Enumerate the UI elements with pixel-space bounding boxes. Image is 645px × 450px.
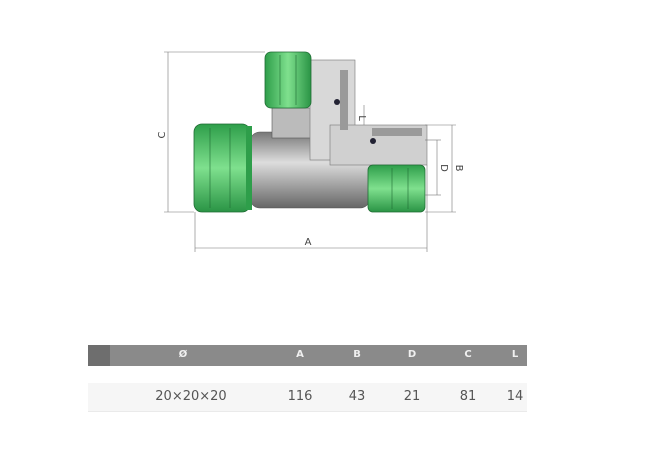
- cell-d: 21: [403, 389, 421, 404]
- header-a: A: [296, 349, 304, 360]
- header-l: L: [511, 349, 519, 360]
- left-cap: [193, 123, 252, 213]
- table-header: Ø A B D C L: [88, 345, 527, 366]
- header-diameter: Ø: [178, 349, 188, 360]
- header-c: C: [464, 349, 472, 360]
- header-b: B: [353, 349, 361, 360]
- header-marker: [88, 345, 110, 366]
- table-row: 20×20×20 116 43 21 81 14: [88, 383, 527, 412]
- dim-label-b: B: [453, 165, 464, 172]
- right-cap: [367, 164, 426, 213]
- dim-label-l: L: [356, 115, 367, 121]
- header-d: D: [407, 349, 417, 360]
- dimension-lines: [164, 51, 456, 252]
- cell-c: 81: [459, 389, 477, 404]
- cell-l: 14: [506, 389, 524, 404]
- tee-body: [249, 59, 428, 209]
- cell-b: 43: [348, 389, 366, 404]
- dim-label-a: A: [305, 237, 312, 248]
- cell-a: 116: [287, 389, 313, 404]
- dim-label-c: C: [157, 131, 168, 138]
- cell-diameter: 20×20×20: [155, 389, 227, 404]
- top-cap: [264, 51, 312, 109]
- dim-label-d: D: [438, 164, 449, 172]
